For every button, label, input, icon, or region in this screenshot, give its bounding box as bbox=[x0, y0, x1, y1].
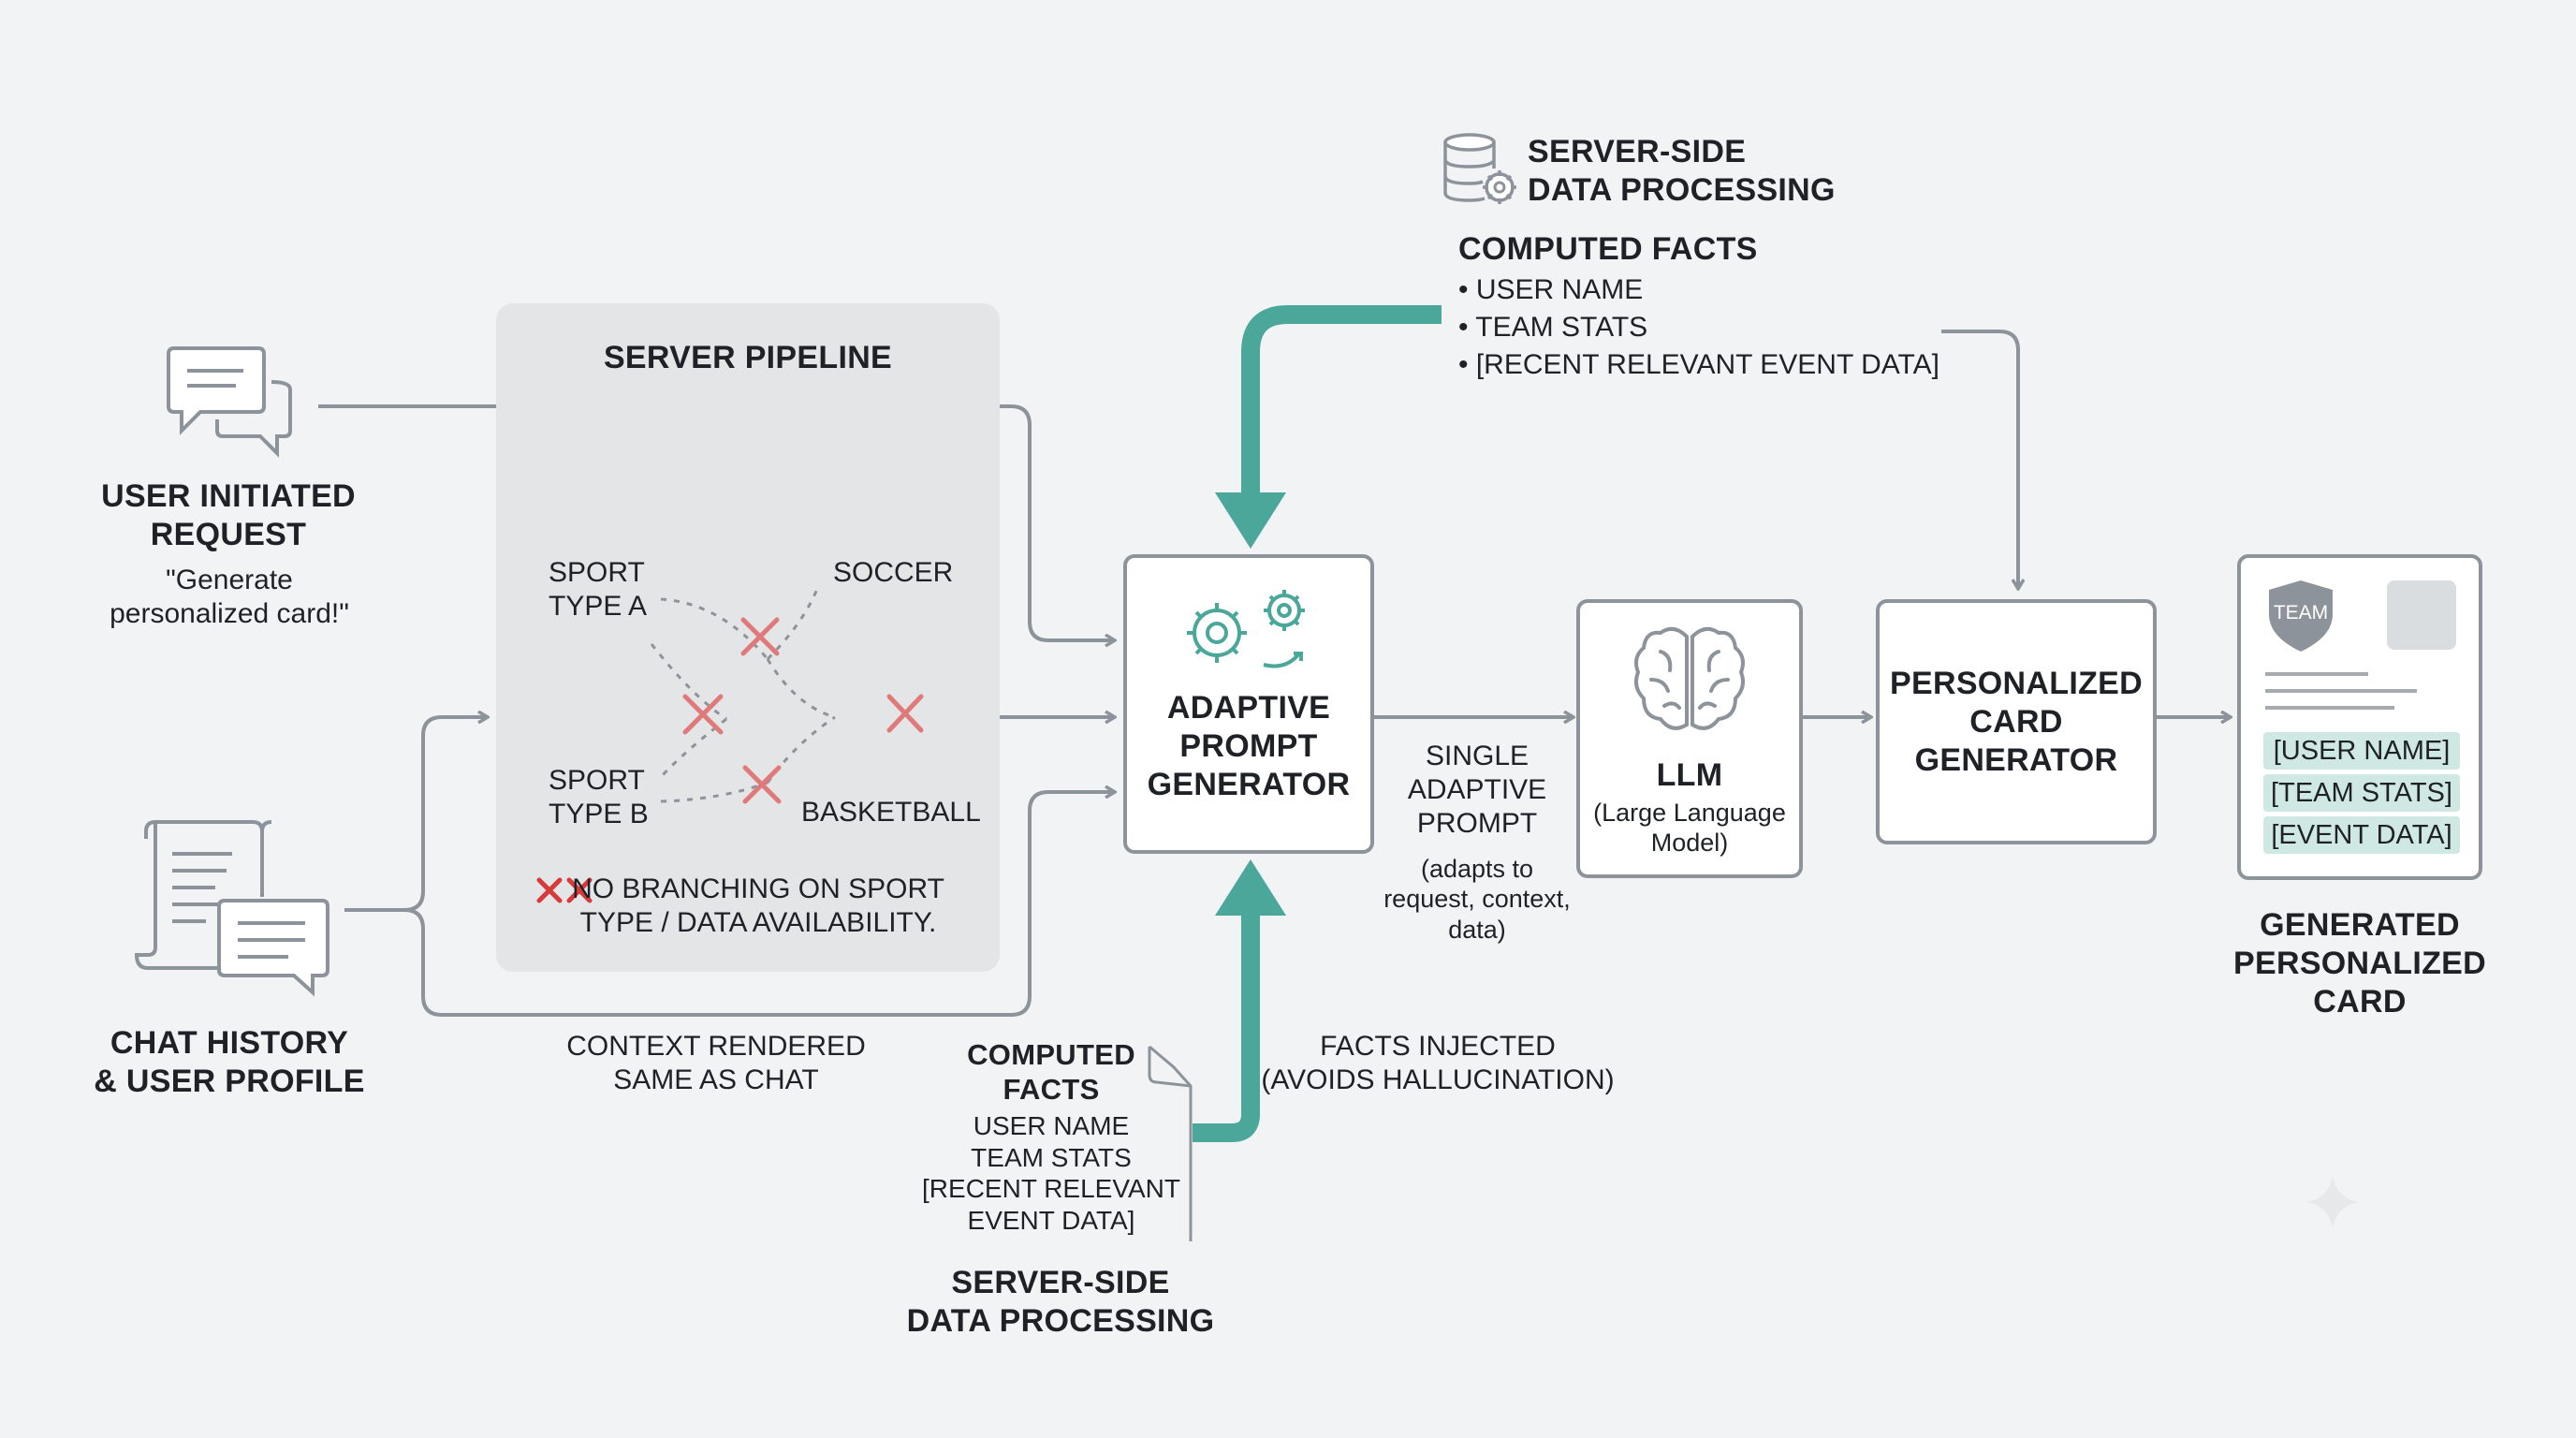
bottom-facts-title: COMPUTED FACTS bbox=[967, 1038, 1135, 1107]
card-field-user-name: [USER NAME] bbox=[2263, 732, 2460, 770]
top-facts-title: COMPUTED FACTS bbox=[1458, 231, 1758, 267]
bottom-processing-title: SERVER-SIDE DATA PROCESSING bbox=[906, 1265, 1215, 1339]
team-shield-icon bbox=[2269, 580, 2333, 652]
top-fact-item: • TEAM STATS bbox=[1458, 312, 1648, 343]
cross-mark bbox=[886, 694, 924, 733]
document-chat-icon bbox=[134, 820, 329, 997]
card-generator-box bbox=[1876, 599, 2157, 844]
bottom-facts-list: USER NAME TEAM STATS [RECENT RELEVANT EV… bbox=[922, 1111, 1180, 1235]
no-branching-note: NO BRANCHING ON SPORT TYPE / DATA AVAILA… bbox=[572, 873, 944, 938]
card-field-event-data: [EVENT DATA] bbox=[2263, 816, 2460, 854]
llm-box bbox=[1576, 599, 1803, 878]
llm-title: LLM bbox=[1656, 757, 1723, 793]
double-x-icon bbox=[536, 877, 593, 903]
top-fact-item: • [RECENT RELEVANT EVENT DATA] bbox=[1458, 349, 1939, 380]
soccer-label: SOCCER bbox=[833, 557, 954, 588]
history-connector bbox=[403, 792, 1114, 1017]
card-text-line bbox=[2265, 672, 2368, 676]
chat-bubbles-icon bbox=[167, 346, 292, 458]
sport-a-label: SPORT TYPE A bbox=[549, 557, 648, 622]
brain-icon bbox=[1634, 626, 1745, 730]
basketball-label: BASKETBALL bbox=[801, 797, 981, 828]
top-fact-item: • USER NAME bbox=[1458, 274, 1644, 305]
facts-connector bbox=[1941, 330, 2018, 588]
generated-card-caption: GENERATED PERSONALIZED CARD bbox=[2233, 907, 2486, 1020]
branching-diagram bbox=[650, 583, 924, 804]
user-request-title: USER INITIATED REQUEST bbox=[101, 478, 356, 552]
top-processing-title: SERVER-SIDE DATA PROCESSING bbox=[1528, 134, 1836, 208]
bottom-teal-arrow bbox=[1193, 912, 1260, 1142]
history-bracket bbox=[344, 717, 487, 912]
card-image-placeholder bbox=[2387, 580, 2456, 650]
gears-icon bbox=[1187, 590, 1305, 668]
llm-subtitle: (Large Language Model) bbox=[1593, 799, 1786, 858]
card-text-line bbox=[2265, 689, 2417, 693]
card-text-line bbox=[2265, 706, 2394, 710]
document-fold-line bbox=[1149, 1045, 1193, 1241]
sport-b-label: SPORT TYPE B bbox=[549, 765, 649, 829]
single-prompt-note: (adapts to request, context, data) bbox=[1383, 855, 1571, 944]
top-teal-arrow bbox=[1241, 305, 1442, 496]
adaptive-prompt-generator-label: ADAPTIVE PROMPT GENERATOR bbox=[1147, 690, 1351, 802]
user-request-quote: "Generate personalized card!" bbox=[110, 565, 349, 629]
server-pipeline-title: SERVER PIPELINE bbox=[603, 340, 893, 375]
context-rendered-note: CONTEXT RENDERED SAME AS CHAT bbox=[566, 1031, 866, 1095]
card-generator-label: PERSONALIZED CARD GENERATOR bbox=[1890, 666, 2143, 778]
single-prompt-title: SINGLE ADAPTIVE PROMPT bbox=[1407, 741, 1547, 839]
sparkle-icon bbox=[2306, 1176, 2359, 1228]
cross-mark bbox=[742, 765, 782, 804]
facts-injected-note: FACTS INJECTED (AVOIDS HALLUCINATION) bbox=[1261, 1031, 1615, 1095]
card-field-team-stats: [TEAM STATS] bbox=[2263, 774, 2460, 812]
database-gear-icon bbox=[1443, 133, 1516, 204]
request-connector bbox=[318, 404, 1114, 640]
chat-history-title: CHAT HISTORY & USER PROFILE bbox=[94, 1025, 365, 1099]
cross-mark bbox=[740, 617, 780, 656]
team-badge: TEAM bbox=[2273, 602, 2329, 624]
adaptive-prompt-generator-box bbox=[1123, 554, 1374, 854]
cross-mark bbox=[682, 694, 724, 735]
